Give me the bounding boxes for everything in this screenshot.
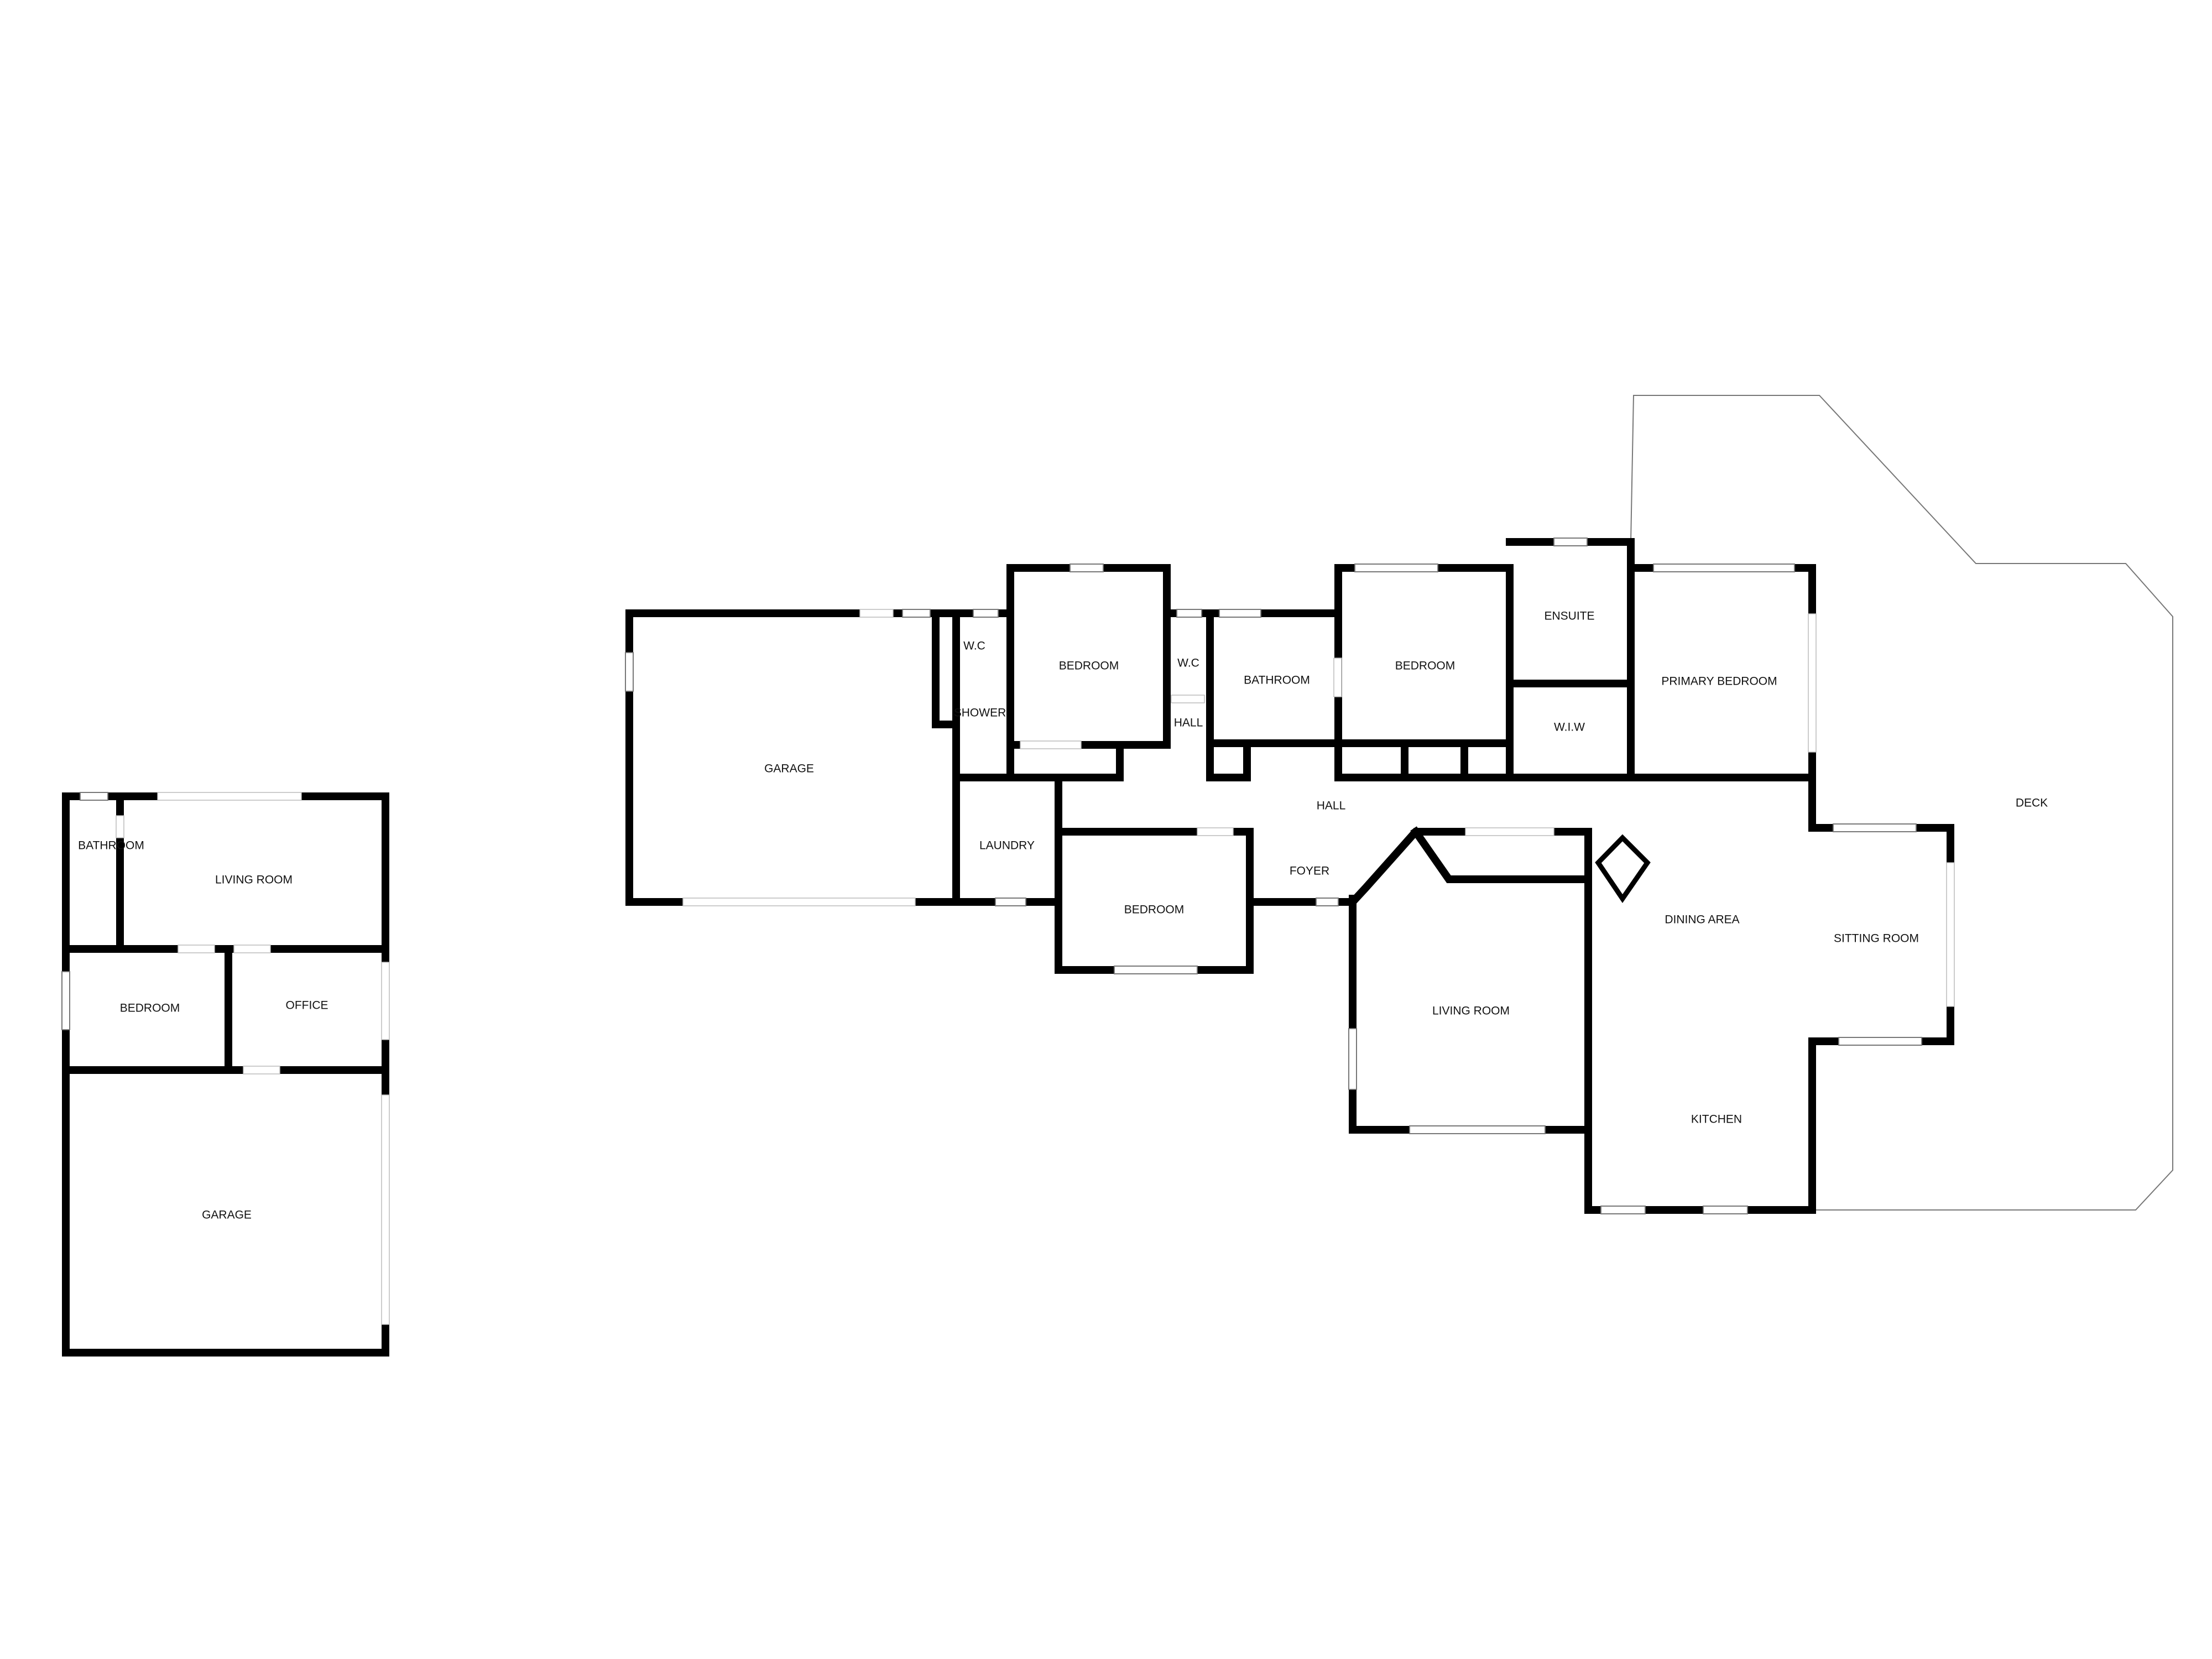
main-house: [625, 538, 1955, 1214]
room-label: DINING AREA: [1665, 914, 1739, 926]
room-label: LIVING ROOM: [1432, 1005, 1510, 1018]
room-label: W.C: [1177, 657, 1199, 670]
room-label: LIVING ROOM: [215, 874, 293, 886]
room-label: SHOWER: [954, 707, 1006, 719]
outbuilding: [61, 792, 390, 1357]
room-label: BEDROOM: [1395, 660, 1455, 672]
room-label: GARAGE: [764, 763, 814, 775]
room-label: OFFICE: [286, 999, 328, 1012]
room-label: W.I.W: [1554, 721, 1585, 734]
room-label: BATHROOM: [78, 839, 144, 852]
room-label: W.C: [963, 640, 985, 653]
room-label: DECK: [2016, 797, 2048, 810]
room-label: FOYER: [1290, 865, 1329, 878]
room-label: HALL: [1317, 800, 1346, 812]
room-label: BATHROOM: [1244, 674, 1310, 687]
room-label: HALL: [1174, 717, 1203, 729]
room-label: KITCHEN: [1691, 1113, 1742, 1126]
fireplace-icon: [1595, 834, 1651, 903]
room-label: ENSUITE: [1544, 610, 1594, 623]
room-label: GARAGE: [202, 1209, 252, 1222]
room-label: LAUNDRY: [979, 839, 1035, 852]
room-label: PRIMARY BEDROOM: [1661, 675, 1777, 688]
room-label: BEDROOM: [1059, 660, 1119, 672]
room-label: SITTING ROOM: [1834, 932, 1919, 945]
room-label: BEDROOM: [120, 1002, 180, 1015]
room-label: BEDROOM: [1124, 904, 1185, 916]
